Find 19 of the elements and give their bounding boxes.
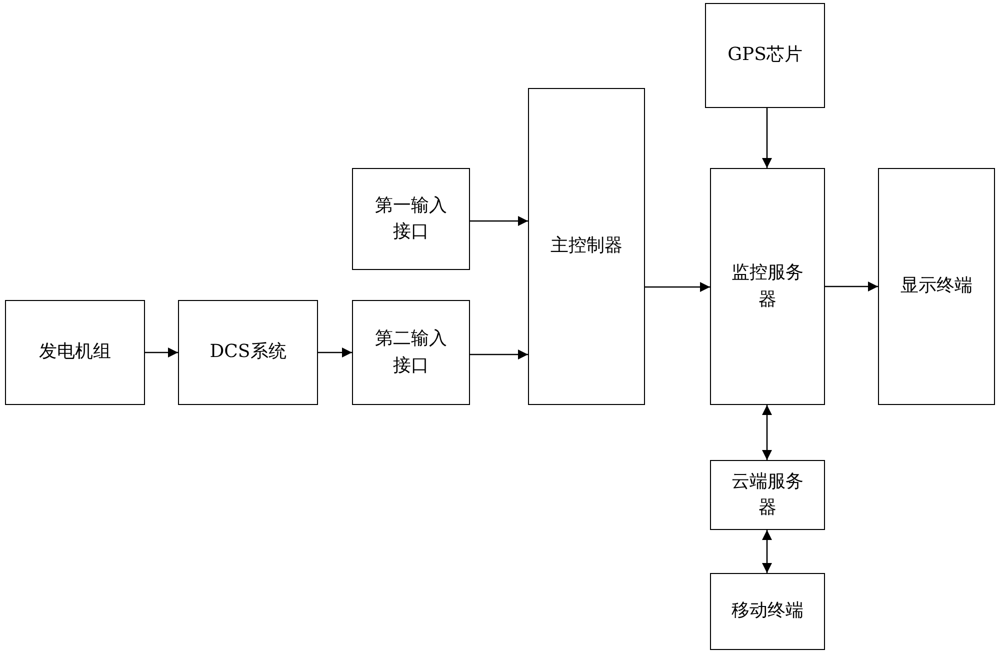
arrow [762,405,772,460]
process-box: 监控服务器 [710,168,825,405]
process-box: 显示终端 [878,168,995,405]
arrow [145,348,178,358]
arrow [470,216,528,226]
arrow [762,530,772,573]
process-box: 云端服务器 [710,460,825,530]
arrow [825,282,878,292]
process-box: GPS芯片 [705,3,825,108]
arrow [470,350,528,360]
process-box: 发电机组 [5,300,145,405]
process-box: DCS系统 [178,300,318,405]
process-box: 第一输入接口 [352,168,470,270]
arrow [318,348,352,358]
process-box: 主控制器 [528,88,645,405]
process-box: 第二输入接口 [352,300,470,405]
arrow [762,108,772,168]
process-box: 移动终端 [710,573,825,650]
arrow [645,282,710,292]
